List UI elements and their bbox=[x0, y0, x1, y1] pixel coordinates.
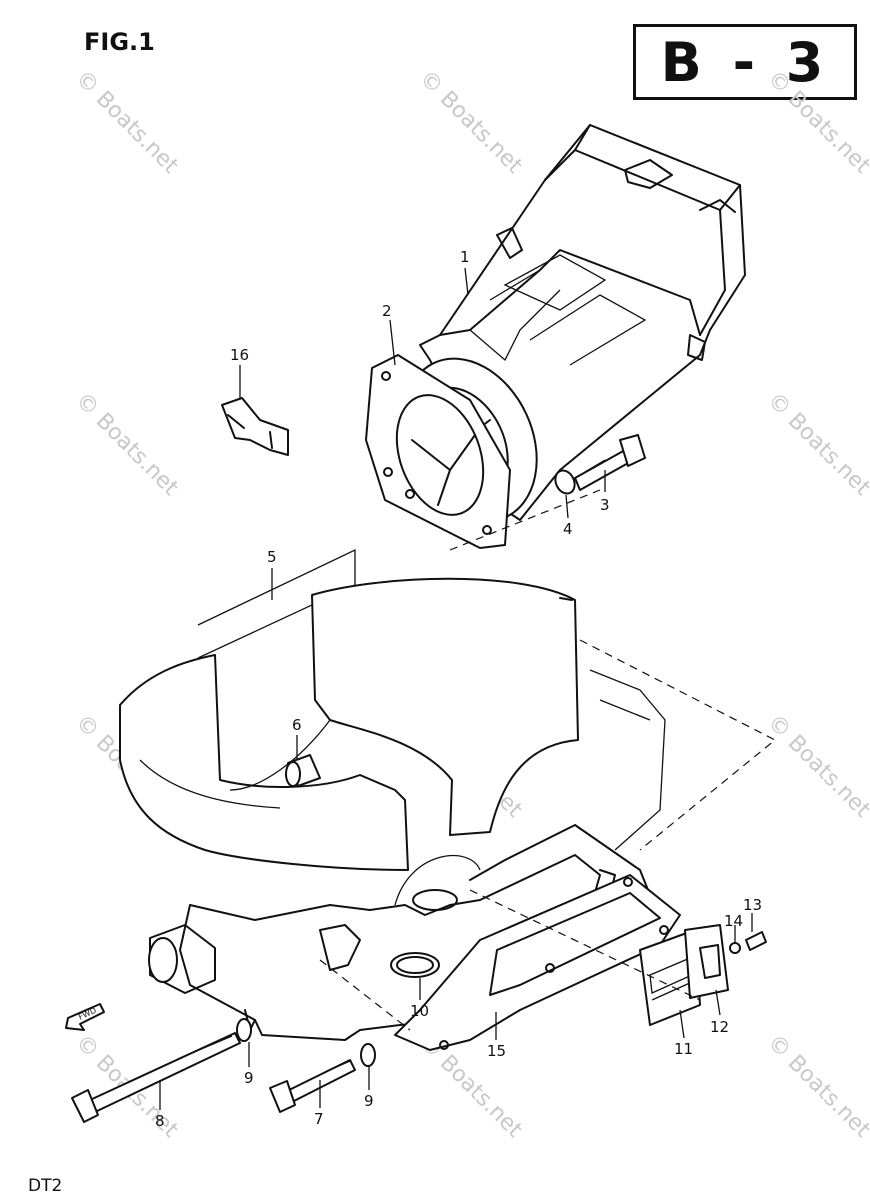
callout-9: 9 bbox=[364, 1092, 374, 1110]
model-code: DT2 bbox=[28, 1176, 63, 1196]
bushing-part bbox=[285, 754, 321, 787]
alignment-line bbox=[319, 959, 411, 1031]
bolt-and-washer bbox=[554, 434, 646, 495]
base-gasket-part bbox=[394, 874, 681, 1051]
figure-label: FIG.1 bbox=[84, 28, 155, 56]
callout-6: 6 bbox=[292, 716, 302, 734]
callout-16: 16 bbox=[230, 346, 249, 364]
long-bolt-part bbox=[71, 1032, 241, 1123]
gasket-part bbox=[365, 354, 511, 549]
clip-part bbox=[221, 397, 289, 456]
callout-14: 14 bbox=[724, 912, 743, 930]
callout-leaders bbox=[159, 267, 753, 1110]
alignment-line bbox=[579, 639, 777, 851]
forward-arrow-icon: FWD bbox=[65, 1003, 105, 1031]
callout-15: 15 bbox=[487, 1042, 506, 1060]
alignment-line bbox=[469, 889, 701, 1001]
callout-13: 13 bbox=[743, 896, 762, 914]
short-bolt-part bbox=[269, 1059, 356, 1113]
washer-part bbox=[360, 1043, 376, 1067]
callout-3: 3 bbox=[600, 496, 610, 514]
page-code-box: B - 3 bbox=[633, 24, 857, 100]
cover-plate-part bbox=[119, 548, 579, 871]
callout-2: 2 bbox=[382, 302, 392, 320]
callout-8: 8 bbox=[155, 1112, 165, 1130]
reed-plate-part bbox=[639, 924, 729, 1026]
callout-1: 1 bbox=[460, 248, 470, 266]
callout-10: 10 bbox=[410, 1002, 429, 1020]
callout-4: 4 bbox=[563, 520, 573, 538]
small-screw-part bbox=[729, 931, 767, 954]
washer-part bbox=[236, 1018, 252, 1042]
callout-9: 9 bbox=[244, 1069, 254, 1087]
callout-5: 5 bbox=[267, 548, 277, 566]
callout-7: 7 bbox=[314, 1110, 324, 1128]
callout-11: 11 bbox=[674, 1040, 693, 1058]
callout-12: 12 bbox=[710, 1018, 729, 1036]
